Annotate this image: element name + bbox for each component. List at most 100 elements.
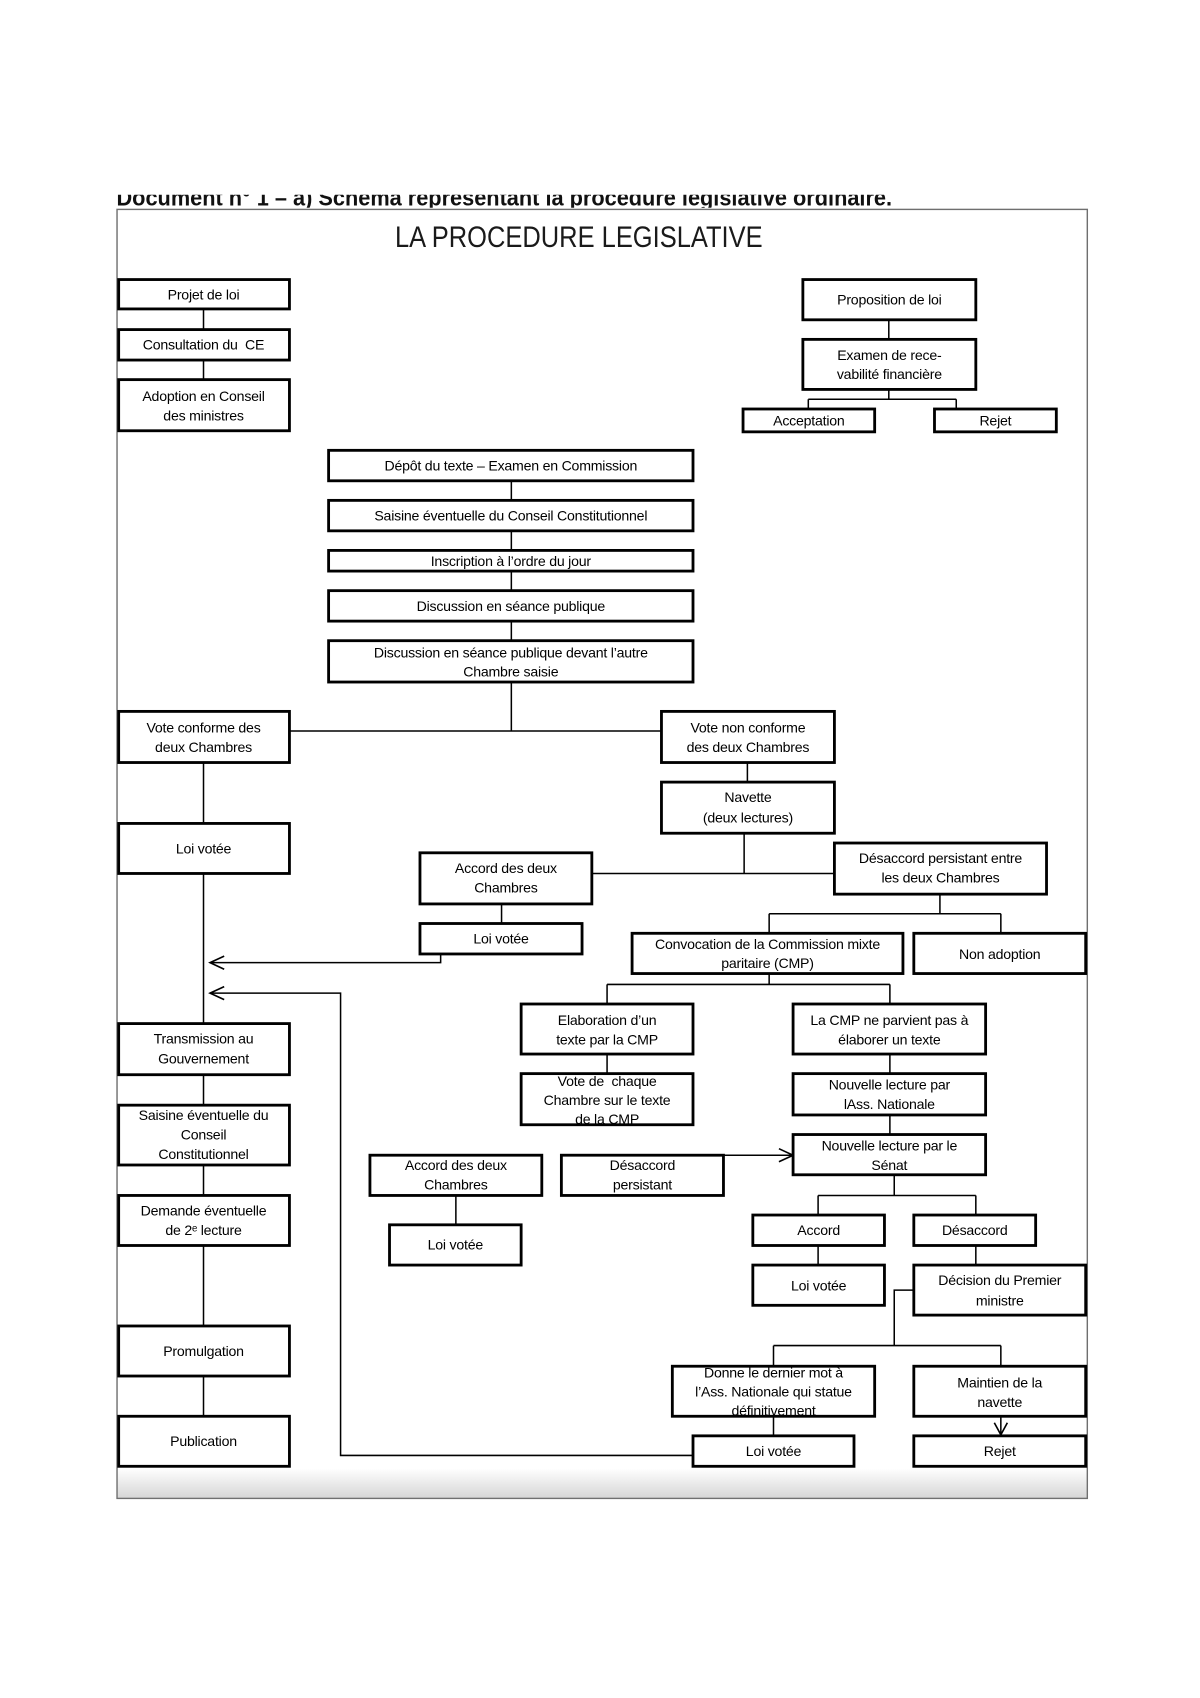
node-box: [660, 709, 836, 764]
node-box: [117, 709, 291, 764]
node-elaboration-texte-cmp: Elaboration d’un texte par la CMP: [519, 1002, 695, 1056]
node-label: les deux Chambres: [881, 870, 999, 886]
node-label: Nouvelle lecture par: [829, 1076, 951, 1092]
node-label: Publication: [170, 1433, 237, 1449]
arrow-left-icon: [208, 985, 225, 1001]
node-box: [117, 1194, 291, 1247]
node-label: Consultation du CE: [143, 337, 264, 353]
node-box: [670, 1364, 877, 1418]
node-box: [117, 328, 291, 362]
connector-line: [606, 973, 891, 1005]
node-box: [117, 1022, 291, 1077]
node-label: Demande éventuelle: [141, 1203, 267, 1219]
node-label: Accord: [797, 1222, 840, 1238]
connector-line: [817, 1174, 977, 1216]
node-box: [912, 1263, 1088, 1317]
node-label: Vote de chaque: [558, 1073, 657, 1089]
node-box: [791, 1133, 988, 1177]
node-label: Vote non conforme: [690, 720, 805, 736]
node-label: Loi votée: [428, 1236, 484, 1252]
node-box: [912, 1364, 1088, 1418]
node-label: définitivement: [731, 1403, 815, 1419]
node-box: [630, 931, 905, 975]
node-projet-de-loi: Projet de loi: [117, 278, 291, 311]
connector-line: [211, 953, 442, 964]
node-box: [117, 1103, 291, 1167]
node-box: [117, 278, 291, 311]
document-header: Document n° 1 – a) Schéma représentant l…: [116, 185, 892, 211]
node-box: [117, 822, 291, 875]
node-label: deux Chambres: [155, 739, 252, 755]
node-box: [912, 1213, 1038, 1247]
node-discussion-autre-chambre: Discussion en séance publique devant l’a…: [327, 639, 695, 684]
node-nouvelle-lecture-an: Nouvelle lecture par lAss. Nationale: [791, 1072, 988, 1117]
node-box: [801, 278, 978, 322]
node-label: Loi votée: [473, 931, 529, 947]
node-nouvelle-lecture-senat: Nouvelle lecture par le Sénat: [791, 1133, 988, 1177]
node-rejet: Rejet: [912, 1434, 1088, 1468]
node-loi-votee: Loi votée: [117, 822, 291, 875]
node-loi-votee: Loi votée: [751, 1263, 886, 1307]
node-vote-texte-cmp: Vote de chaque Chambre sur le texte de l…: [519, 1072, 695, 1127]
node-examen-recevabilite: Examen de rece- vabilité financière: [801, 337, 978, 391]
node-label: Elaboration d’un: [558, 1012, 657, 1028]
node-box: [832, 841, 1048, 896]
node-label: Navette: [724, 789, 772, 805]
node-label: Gouvernement: [158, 1050, 249, 1066]
connector-line: [289, 682, 662, 732]
node-label: Saisine éventuelle du Conseil Constituti…: [374, 507, 647, 523]
node-label: Accord des deux: [455, 860, 557, 876]
node-label: Discussion en séance publique devant l’a…: [374, 645, 648, 661]
node-decision-premier-ministre: Décision du Premier ministre: [912, 1263, 1088, 1317]
node-label: Désaccord persistant entre: [859, 850, 1023, 866]
node-label: des deux Chambres: [687, 739, 810, 755]
node-label: Loi votée: [746, 1443, 802, 1459]
node-label: navette: [977, 1394, 1022, 1410]
node-label: Sénat: [871, 1157, 907, 1173]
connector-line: [807, 389, 958, 409]
node-box: [327, 498, 695, 533]
node-box: [691, 1434, 856, 1468]
node-label: Conseil: [181, 1126, 227, 1142]
node-label: Désaccord: [610, 1157, 676, 1173]
diagram-title: LA PROCEDURE LEGISLATIVE: [395, 221, 763, 254]
node-label: La CMP ne parvient pas à: [810, 1012, 968, 1028]
node-label: Nouvelle lecture par le: [822, 1137, 958, 1153]
node-transmission-gouvernement: Transmission au Gouvernement: [117, 1022, 291, 1077]
node-vote-conforme: Vote conforme des deux Chambres: [117, 709, 291, 764]
node-label: Chambre sur le texte: [544, 1092, 671, 1108]
node-box: [388, 1223, 523, 1267]
node-box: [327, 589, 695, 623]
node-vote-non-conforme: Vote non conforme des deux Chambres: [660, 709, 836, 764]
node-box: [327, 548, 695, 573]
node-box: [418, 851, 594, 906]
node-label: Rejet: [979, 412, 1011, 428]
node-label: Examen de rece-: [837, 347, 942, 363]
node-label: texte par la CMP: [556, 1031, 658, 1047]
node-box: [741, 407, 877, 434]
node-label: Loi votée: [791, 1278, 847, 1294]
node-box: [660, 780, 836, 835]
node-box: [117, 1324, 291, 1378]
node-label: Constitutionnel: [158, 1146, 248, 1162]
node-desaccord-persistant: Désaccord persistant: [559, 1153, 725, 1197]
node-label: Dépôt du texte – Examen en Commission: [384, 457, 637, 473]
node-label: (deux lectures): [703, 809, 793, 825]
node-publication: Publication: [117, 1414, 291, 1468]
node-label: lAss. Nationale: [844, 1096, 935, 1112]
node-accord-deux-chambres: Accord des deux Chambres: [418, 851, 594, 906]
node-label: Décision du Premier: [938, 1272, 1062, 1288]
node-label: Discussion en séance publique: [417, 598, 606, 614]
node-non-adoption: Non adoption: [912, 931, 1088, 975]
node-label: Acceptation: [773, 412, 844, 428]
node-box: [117, 378, 291, 433]
node-convocation-cmp: Convocation de la Commission mixte parit…: [630, 931, 905, 975]
node-label: de 2ᵉ lecture: [165, 1222, 242, 1238]
connector-line: [772, 1289, 1002, 1367]
node-cmp-echec: La CMP ne parvient pas à élaborer un tex…: [791, 1002, 988, 1056]
node-box: [519, 1002, 695, 1056]
node-box: [912, 1434, 1088, 1468]
connector-line: [591, 833, 835, 875]
node-acceptation: Acceptation: [741, 407, 877, 434]
